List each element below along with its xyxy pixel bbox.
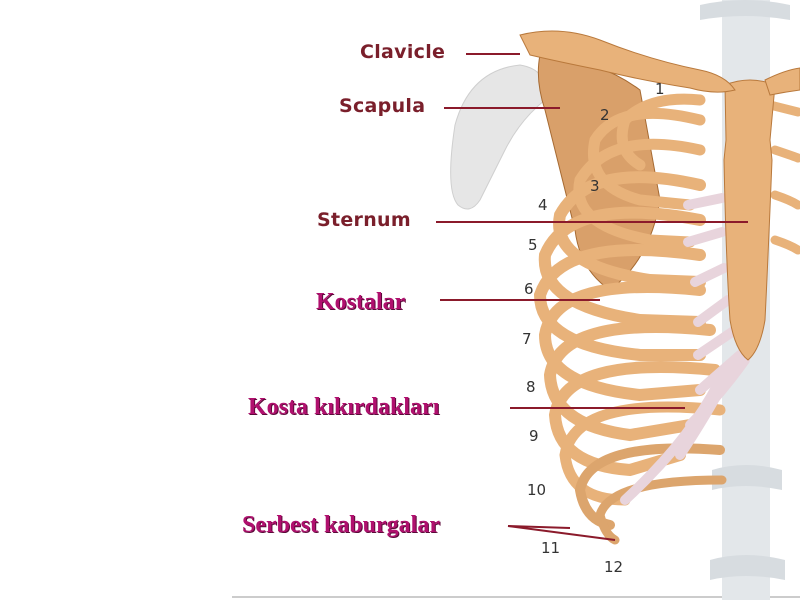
ribs-left: [533, 93, 727, 545]
serbest-kaburgalar-label: Serbest kaburgalar: [242, 512, 440, 538]
kosta-kikirdaklari-label: Kosta kıkırdakları: [248, 394, 440, 420]
rib-number-2: 2: [600, 106, 610, 124]
serbest-kaburgalar-leader-2: [507, 525, 616, 541]
kostalar-label: Kostalar: [316, 289, 406, 315]
serbest-kaburgalar-leader-1: [507, 525, 571, 529]
humerus-bone: [450, 64, 547, 210]
rib-number-7: 7: [522, 330, 532, 348]
rib-number-10: 10: [527, 481, 547, 499]
clavicle-bone: [519, 30, 736, 93]
rib-number-5: 5: [528, 236, 538, 254]
sternum-bone: [723, 79, 776, 361]
clavicle-right-bone: [764, 67, 800, 96]
rib-number-1: 1: [655, 80, 665, 98]
clavicle-label: Clavicle: [360, 41, 446, 63]
scapula-label: Scapula: [339, 95, 426, 117]
rib-number-4: 4: [538, 196, 548, 214]
rib-number-8: 8: [526, 378, 536, 396]
rib-number-6: 6: [524, 280, 534, 298]
costal-cartilages: [620, 193, 750, 505]
sternum-label: Sternum: [317, 209, 411, 231]
leader-lines: [436, 53, 748, 541]
rib-number-12: 12: [604, 558, 624, 576]
ribs-right: [765, 100, 800, 255]
rib-number-3: 3: [590, 177, 600, 195]
rib-number-11: 11: [541, 539, 561, 557]
rib-number-9: 9: [529, 427, 539, 445]
